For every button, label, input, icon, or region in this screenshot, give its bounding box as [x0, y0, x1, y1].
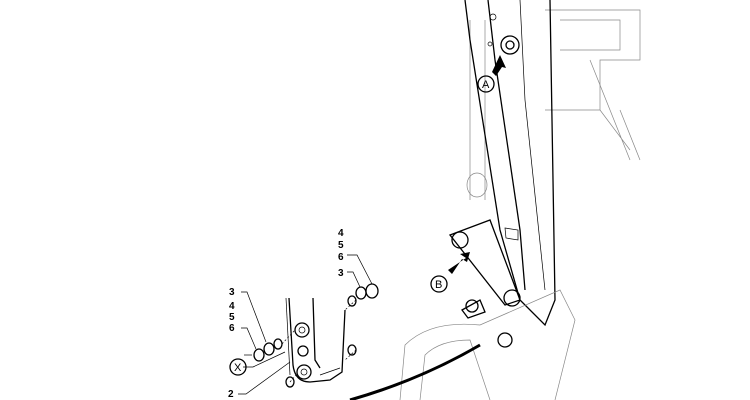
callout-2: 2: [228, 389, 234, 400]
marker-b: B: [435, 279, 442, 291]
callout-6-top: 6: [338, 252, 344, 263]
arrow-a-icon: [492, 55, 506, 76]
callout-4-top: 4: [338, 228, 344, 239]
boom-cylinder-outline: [466, 9, 641, 200]
callout-3-top: 3: [338, 268, 344, 279]
dipper-arm: [464, 0, 556, 327]
detail-bracket: [285, 297, 346, 383]
bucket-outline: [399, 289, 576, 400]
callout-6-left: 6: [229, 323, 235, 334]
rings: [253, 283, 379, 388]
leader-lines: [241, 254, 373, 368]
marker-a: A: [482, 79, 490, 91]
bucket-link: [448, 219, 521, 348]
callout-5-top: 5: [338, 240, 344, 251]
callout-3-left: 3: [229, 287, 235, 298]
callout-x: X: [234, 362, 242, 374]
curved-arrow: [349, 343, 481, 400]
marker-b-circle: [430, 275, 448, 293]
arrow-b-icon: [448, 252, 470, 274]
callout-5-left: 5: [229, 312, 235, 323]
callout-x-circle: [229, 358, 247, 376]
callout-4-left: 4: [229, 301, 235, 312]
marker-a-circle: [477, 75, 495, 93]
